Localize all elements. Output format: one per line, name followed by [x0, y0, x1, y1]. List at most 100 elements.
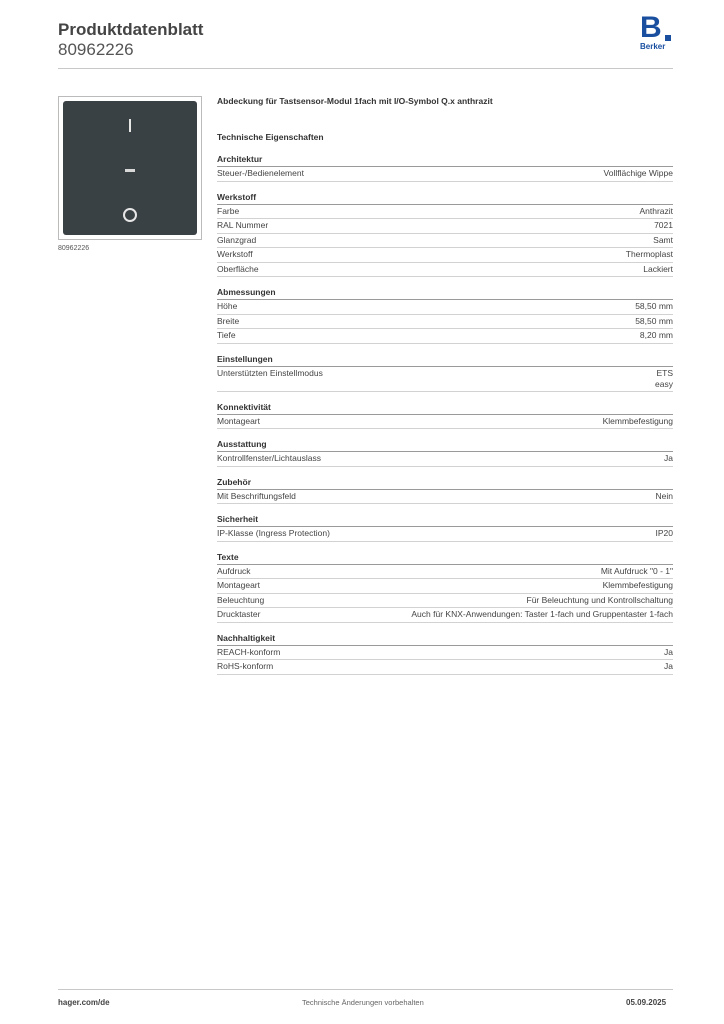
spec-value: Ja	[664, 647, 673, 659]
spec-value: 58,50 mm	[635, 316, 673, 328]
product-image	[58, 96, 202, 240]
spec-value-line: Nein	[655, 490, 673, 501]
product-cover-tile	[63, 101, 197, 235]
spec-value: Klemmbefestigung	[603, 416, 673, 428]
section-title: Technische Eigenschaften	[217, 132, 324, 142]
document-title: Produktdatenblatt	[58, 20, 204, 39]
product-name: Abdeckung für Tastsensor-Modul 1fach mit…	[217, 96, 493, 106]
spec-value: 7021	[654, 220, 673, 232]
spec-value-line: IP20	[655, 528, 674, 538]
spec-value-line: Auch für KNX-Anwendungen: Taster 1-fach …	[411, 609, 673, 619]
spec-row: Steuer-/Bedienelement Vollflächige Wippe	[217, 167, 673, 182]
article-number: 80962226	[58, 40, 134, 59]
spec-value-line: Vollflächige Wippe	[603, 168, 673, 178]
spec-row: Höhe 58,50 mm	[217, 300, 673, 315]
spec-value: Mit Aufdruck "0 - 1"	[601, 566, 673, 578]
footer-date: 05.09.2025	[626, 998, 667, 1007]
spec-label: Kontrollfenster/Lichtauslass	[217, 453, 321, 463]
spec-value: Auch für KNX-Anwendungen: Taster 1-fach …	[411, 609, 673, 621]
spec-label: Montageart	[217, 415, 260, 426]
spec-label: Oberfläche	[217, 263, 259, 274]
spec-row: Farbe Anthrazit	[217, 205, 673, 219]
page-header: Produktdatenblatt 80962226	[58, 20, 203, 59]
spec-label: Glanzgrad	[217, 234, 257, 245]
spec-group-title: Werkstoff	[217, 192, 673, 205]
on-symbol-icon	[129, 119, 131, 132]
spec-value: Vollflächige Wippe	[604, 168, 673, 180]
spec-group-title: Abmessungen	[217, 287, 673, 300]
spec-value: Für Beleuchtung und Kontrollschaltung	[527, 595, 673, 607]
spec-row: Aufdruck Mit Aufdruck "0 - 1"	[217, 565, 673, 579]
spec-row: IP-Klasse (Ingress Protection) IP20	[217, 527, 673, 542]
spec-value-line: 58,50 mm	[635, 315, 673, 326]
spec-row: Glanzgrad Samt	[217, 234, 673, 248]
spec-value: 8,20 mm	[640, 330, 673, 342]
spec-group-title: Nachhaltigkeit	[217, 633, 673, 646]
spec-label: Breite	[217, 315, 240, 326]
spec-group-title: Konnektivität	[217, 402, 673, 415]
spec-value: Anthrazit	[639, 206, 673, 218]
spec-value: IP20	[656, 528, 674, 540]
spec-row: REACH-konform Ja	[217, 646, 673, 660]
spec-row: RAL Nummer 7021	[217, 219, 673, 234]
spec-value-line: Ja	[664, 646, 673, 657]
spec-label: REACH-konform	[217, 646, 281, 657]
spec-group-title: Architektur	[217, 154, 673, 167]
footer-website: hager.com/de	[58, 998, 110, 1007]
spec-label: Höhe	[217, 301, 238, 311]
spec-value-line: ETS	[656, 367, 673, 378]
spec-label: RoHS-konform	[217, 661, 274, 671]
spec-label: IP-Klasse (Ingress Protection)	[217, 528, 330, 538]
spec-value-line: Für Beleuchtung und Kontrollschaltung	[526, 594, 673, 605]
spec-label: Farbe	[217, 205, 240, 216]
spec-group-title: Sicherheit	[217, 514, 673, 527]
spec-value-line: Ja	[664, 453, 673, 463]
spec-value: Thermoplast	[626, 249, 673, 261]
spec-value-line: Klemmbefestigung	[602, 415, 673, 426]
spec-row: RoHS-konform Ja	[217, 660, 673, 675]
spec-row: Oberfläche Lackiert	[217, 263, 673, 277]
spec-value-line: Thermoplast	[625, 249, 673, 259]
spec-value: Ja	[664, 661, 673, 673]
spec-value-line: Anthrazit	[639, 205, 673, 216]
spec-label: Drucktaster	[217, 609, 261, 619]
spec-value-line: Klemmbefestigung	[602, 580, 673, 590]
spec-value: Ja	[664, 453, 673, 465]
spec-label: Steuer-/Bedienelement	[217, 168, 304, 178]
spec-row: Tiefe 8,20 mm	[217, 329, 673, 344]
spec-label: Beleuchtung	[217, 594, 265, 605]
spec-value: Lackiert	[643, 264, 673, 276]
logo-text: Berker	[640, 42, 666, 51]
spec-group-title: Texte	[217, 552, 673, 565]
spec-label: Tiefe	[217, 330, 236, 340]
spec-value-line: easy	[655, 378, 673, 389]
spec-label: Werkstoff	[217, 249, 253, 259]
spec-label: RAL Nummer	[217, 220, 269, 230]
spec-value-line: 58,50 mm	[635, 301, 673, 311]
spec-row: Beleuchtung Für Beleuchtung und Kontrolls…	[217, 594, 673, 608]
spec-label: Aufdruck	[217, 565, 251, 576]
spec-label: Mit Beschriftungsfeld	[217, 490, 296, 501]
spec-value: Nein	[656, 491, 673, 503]
off-symbol-icon	[123, 208, 137, 222]
footer-disclaimer: Technische Änderungen vorbehalten	[302, 998, 424, 1007]
spec-content: Abdeckung für Tastsensor-Modul 1fach mit…	[217, 94, 673, 675]
spec-label: Unterstützten Einstellmodus	[217, 367, 323, 378]
led-window-icon	[125, 169, 135, 172]
spec-value-line: Samt	[653, 234, 673, 245]
spec-group-title: Ausstattung	[217, 439, 673, 452]
spec-value: Samt	[653, 235, 673, 247]
